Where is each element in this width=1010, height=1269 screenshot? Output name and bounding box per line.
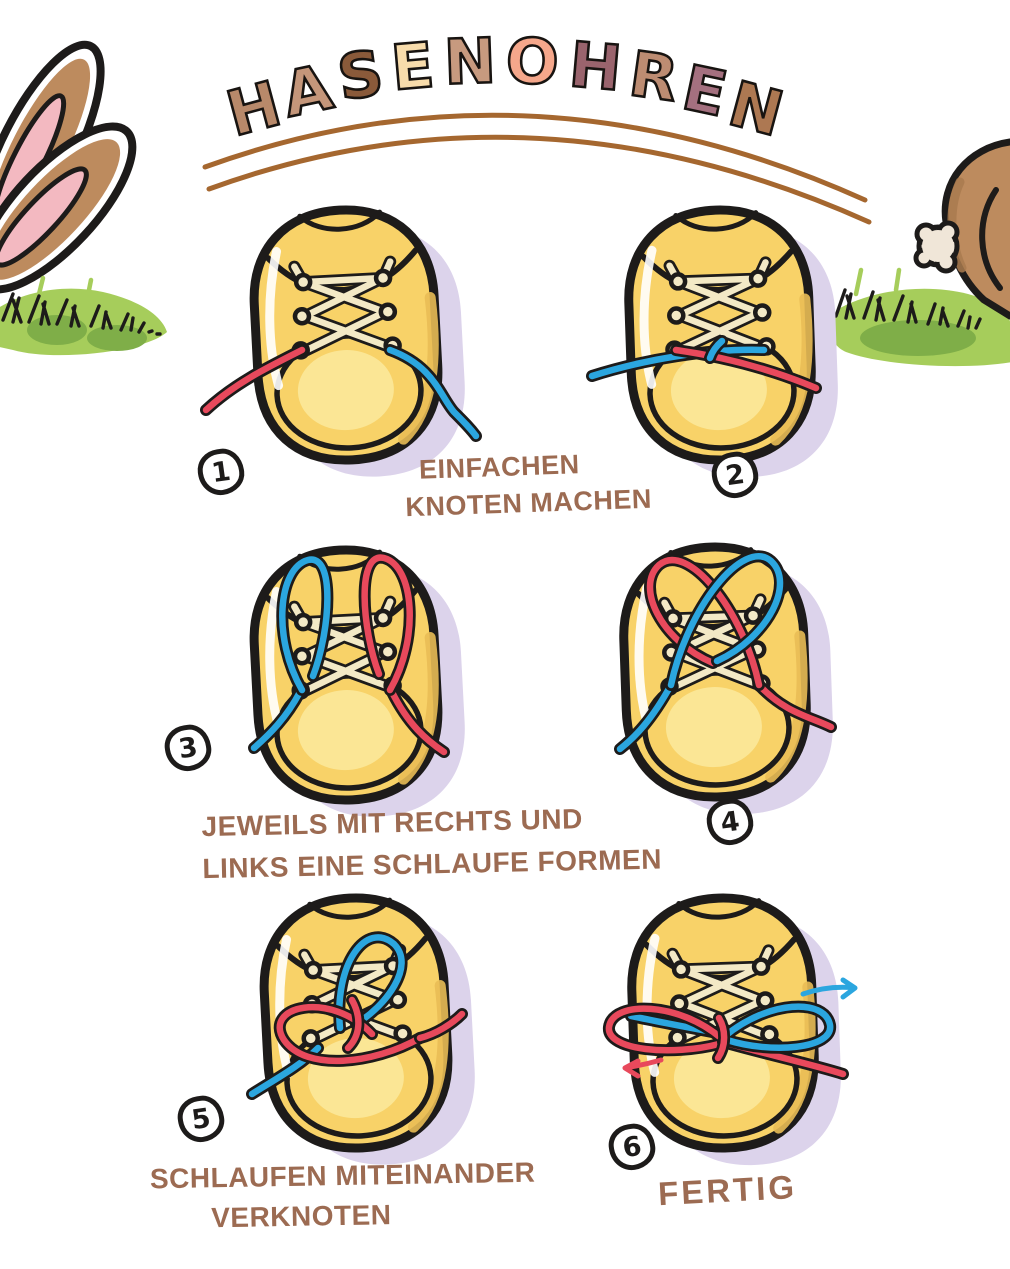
blue-loop xyxy=(336,934,405,1032)
shoe-step-3-illustration xyxy=(196,540,496,810)
caption-step-3-4: JEWEILS MIT RECHTS UND LINKS EINE SCHLAU… xyxy=(201,796,693,890)
blue-loop xyxy=(279,556,331,694)
caption-line: SCHLAUFEN MITEINANDER xyxy=(149,1156,536,1195)
blue-lace xyxy=(386,346,480,440)
title-letter: E xyxy=(387,27,438,106)
red-loop xyxy=(361,554,413,694)
caption-line: JEWEILS MIT RECHTS UND xyxy=(201,803,584,843)
blue-loop xyxy=(721,1003,834,1051)
red-loop xyxy=(646,556,763,689)
caption-step-6: FERTIG xyxy=(657,1167,798,1213)
title-letter: N xyxy=(441,23,498,100)
shoe-step-6-illustration xyxy=(603,888,858,1158)
laces-step-2 xyxy=(586,335,822,394)
page-title: H A S E N O H R E N xyxy=(215,23,795,152)
blue-loop xyxy=(667,553,784,689)
red-arrow-icon xyxy=(622,1057,664,1079)
shoe-step-4-illustration xyxy=(614,537,865,807)
shoe-step-2-illustration xyxy=(586,200,870,470)
caption-line: LINKS EINE SCHLAUFE FORMEN xyxy=(202,843,663,885)
caption-line: EINFACHEN xyxy=(418,449,581,485)
title-letter: H xyxy=(565,27,626,107)
caption-step-5: SCHLAUFEN MITEINANDER VERKNOTEN xyxy=(127,1152,558,1239)
title-letter: O xyxy=(504,23,562,100)
caption-step-1-2: EINFACHEN KNOTEN MACHEN xyxy=(354,444,652,528)
red-loop xyxy=(276,1003,424,1065)
red-lace xyxy=(202,346,306,414)
laces-step-1 xyxy=(200,344,482,442)
blue-lace xyxy=(588,346,768,380)
caption-line: VERKNOTEN xyxy=(210,1199,392,1234)
title-underline xyxy=(202,112,872,225)
bunny-ears-icon xyxy=(0,40,137,294)
shoe-step-1-illustration xyxy=(200,200,482,470)
caption-line: KNOTEN MACHEN xyxy=(404,483,653,523)
grass-left-icon xyxy=(0,275,167,356)
bunny-tail-fluff xyxy=(913,220,960,274)
grass-right-icon xyxy=(831,267,1010,367)
red-lace xyxy=(672,346,820,392)
laces-step-5 xyxy=(246,931,468,1100)
laces-step-6 xyxy=(603,977,858,1080)
bunny-tail-icon xyxy=(913,138,1010,320)
laces-step-3 xyxy=(248,551,450,758)
laces-step-4 xyxy=(614,550,837,755)
blue-arrow-icon xyxy=(800,977,858,1000)
shoe-step-5-illustration xyxy=(246,888,506,1158)
red-loop xyxy=(605,1005,725,1054)
